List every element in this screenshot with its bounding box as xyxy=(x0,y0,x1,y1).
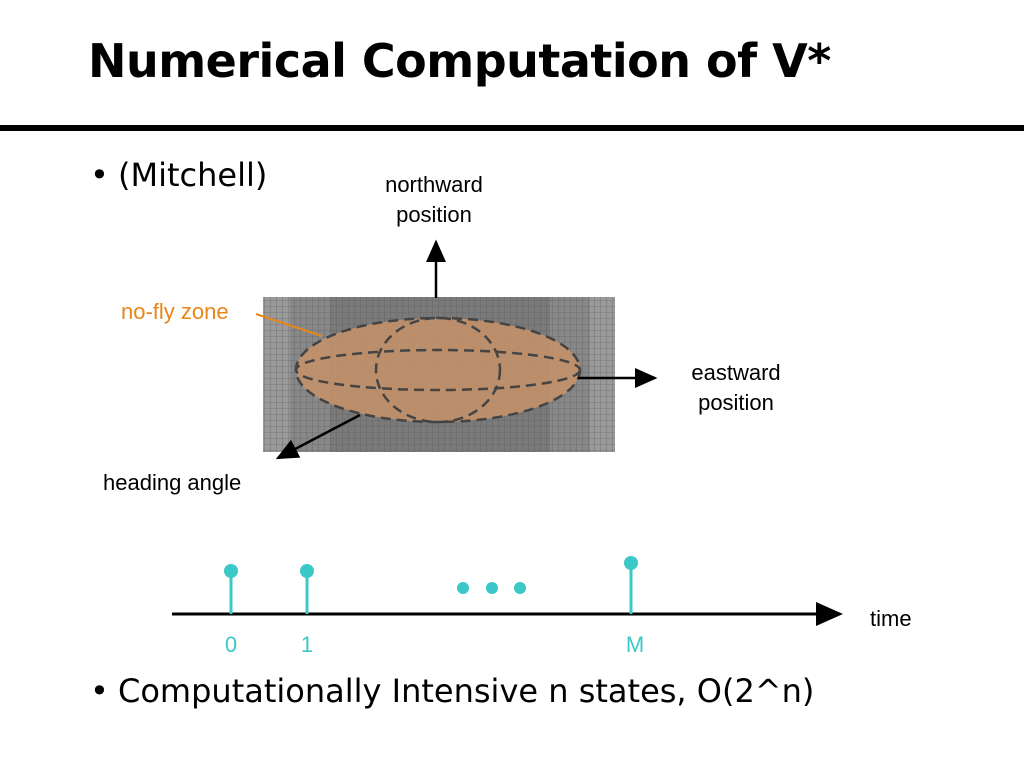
bullet-marker: • xyxy=(90,156,109,194)
tick-dot-0 xyxy=(224,564,238,578)
ellipsis-dot xyxy=(514,582,526,594)
no-fly-zone-shape xyxy=(294,316,582,424)
northward-position-label: northward position xyxy=(385,172,483,227)
heading-angle-label: heading angle xyxy=(103,470,242,495)
time-axis-label: time xyxy=(870,606,912,631)
timeline xyxy=(172,556,843,626)
tick-label-1: 1 xyxy=(300,632,314,657)
title-divider xyxy=(0,125,1024,131)
bullet-marker: • xyxy=(90,672,109,710)
heading-axis-arrow xyxy=(275,413,361,460)
tick-dot-m xyxy=(624,556,638,570)
no-fly-leader-line xyxy=(255,313,323,337)
bullet-mitchell: •(Mitchell) xyxy=(90,156,267,194)
ellipsis-dot xyxy=(486,582,498,594)
bullet-text: (Mitchell) xyxy=(118,156,268,194)
no-fly-zone-label: no-fly zone xyxy=(121,299,229,324)
ellipsis-dot xyxy=(457,582,469,594)
tick-label-0: 0 xyxy=(224,632,238,657)
bullet-complexity: •Computationally Intensive n states, O(2… xyxy=(90,672,814,710)
tick-dot-1 xyxy=(300,564,314,578)
slide-title: Numerical Computation of V* xyxy=(88,34,831,88)
bullet-text: Computationally Intensive n states, O(2^… xyxy=(118,672,815,710)
tick-label-m: M xyxy=(625,632,645,657)
eastward-position-label: eastward position xyxy=(691,360,781,415)
